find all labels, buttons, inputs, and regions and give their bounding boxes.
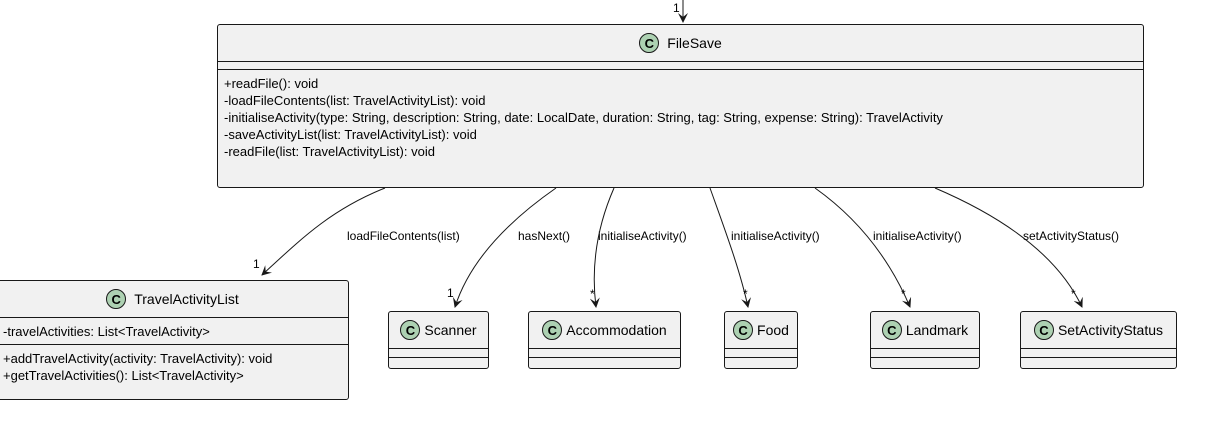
edge-hasnext — [452, 187, 557, 308]
edge-label: loadFileContents(list) — [347, 229, 460, 243]
class-header: C Food — [725, 312, 797, 349]
method: +getTravelActivities(): List<TravelActiv… — [3, 368, 244, 383]
edge-label: initialiseActivity() — [598, 229, 687, 243]
fields-section — [1021, 349, 1176, 358]
methods-section — [725, 358, 797, 368]
class-header: C Scanner — [389, 312, 488, 349]
class-setactivitystatus[interactable]: C SetActivityStatus — [1020, 311, 1177, 369]
methods-section — [1021, 358, 1176, 368]
edge-multiplicity: * — [743, 287, 748, 301]
edge-label: initialiseActivity() — [873, 229, 962, 243]
fields-section — [218, 62, 1143, 70]
class-name: TravelActivityList — [134, 291, 239, 307]
field: -travelActivities: List<TravelActivity> — [3, 324, 210, 339]
edge-multiplicity: * — [901, 287, 906, 301]
edge-multiplicity: 1 — [447, 286, 454, 300]
class-name: Accommodation — [566, 322, 667, 338]
methods-section — [389, 358, 488, 368]
edge-setactivitystatus — [934, 187, 1083, 308]
class-header: C TravelActivityList — [0, 281, 348, 318]
class-stereotype-icon: C — [881, 320, 902, 340]
fields-section — [389, 349, 488, 358]
method: -loadFileContents(list: TravelActivityLi… — [224, 93, 486, 108]
method: +addTravelActivity(activity: TravelActiv… — [3, 351, 273, 366]
class-food[interactable]: C Food — [724, 311, 798, 369]
class-scanner[interactable]: C Scanner — [388, 311, 489, 369]
fields-section — [871, 349, 979, 358]
edge-label: hasNext() — [518, 229, 571, 243]
fields-section: -travelActivities: List<TravelActivity> — [0, 318, 348, 345]
class-stereotype-icon: C — [733, 320, 754, 340]
class-landmark[interactable]: C Landmark — [870, 311, 980, 369]
class-header: C FileSave — [218, 25, 1143, 62]
method: -initialiseActivity(type: String, descri… — [224, 110, 943, 125]
class-name: FileSave — [667, 35, 722, 51]
methods-section — [871, 358, 979, 368]
fields-section — [725, 349, 797, 358]
class-stereotype-icon: C — [1033, 320, 1054, 340]
edge-multiplicity: * — [590, 287, 595, 301]
class-name: SetActivityStatus — [1057, 322, 1164, 338]
fields-section — [529, 349, 680, 358]
edge-multiplicity: * — [1071, 287, 1076, 301]
class-header: C Landmark — [871, 312, 979, 349]
class-name: Scanner — [424, 322, 477, 338]
class-stereotype-icon: C — [639, 33, 660, 53]
edge-initialise-accommodation — [589, 187, 615, 308]
edge-initialise-landmark — [814, 187, 912, 308]
edge-multiplicity: 1 — [253, 257, 260, 271]
methods-section: +addTravelActivity(activity: TravelActiv… — [0, 345, 348, 384]
edge-label: initialiseActivity() — [731, 229, 820, 243]
class-name: Landmark — [905, 322, 969, 338]
methods-section — [529, 358, 680, 368]
method: -readFile(list: TravelActivityList): voi… — [224, 144, 435, 159]
class-stereotype-icon: C — [106, 289, 127, 309]
class-stereotype-icon: C — [542, 320, 563, 340]
class-stereotype-icon: C — [400, 320, 421, 340]
class-header: C Accommodation — [529, 312, 680, 349]
edge-label: setActivityStatus() — [1023, 229, 1120, 243]
class-travelactivitylist[interactable]: C TravelActivityList -travelActivities: … — [0, 280, 349, 400]
class-name: Food — [757, 322, 789, 338]
method: -saveActivityList(list: TravelActivityLi… — [224, 127, 477, 142]
methods-section: +readFile(): void -loadFileContents(list… — [218, 70, 1143, 160]
class-filesave[interactable]: C FileSave +readFile(): void -loadFileCo… — [217, 24, 1144, 188]
incoming-multiplicity: 1 — [673, 1, 680, 15]
method: +readFile(): void — [224, 76, 319, 91]
class-accommodation[interactable]: C Accommodation — [528, 311, 681, 369]
class-header: C SetActivityStatus — [1021, 312, 1176, 349]
